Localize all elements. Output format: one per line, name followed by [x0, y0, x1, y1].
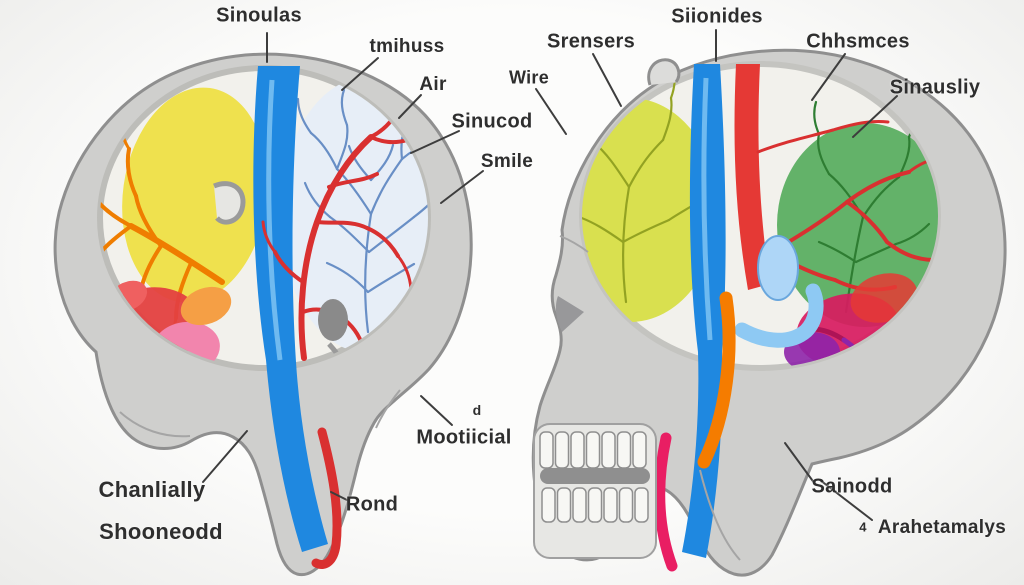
blue-vessel-band	[253, 66, 328, 552]
brow-contour	[559, 235, 589, 253]
cheek-contour	[375, 389, 401, 429]
leader-air	[398, 94, 422, 119]
leader-chanlially	[202, 430, 248, 483]
foramen-dark-oval	[318, 299, 348, 341]
leader-rond	[330, 491, 350, 502]
leader-chhsmces	[811, 53, 846, 101]
pink-vessel-right	[654, 432, 678, 572]
leader-wire	[535, 88, 567, 135]
teeth	[533, 423, 657, 559]
leader-smile	[440, 170, 484, 204]
mandible-contour	[699, 469, 741, 561]
leader-sainodd	[784, 442, 816, 485]
nasal-opening	[555, 296, 584, 332]
orange-lobe	[180, 286, 232, 326]
leader-sinucod	[410, 130, 460, 154]
leader-arahetamalys	[819, 479, 873, 521]
gray-curl	[213, 181, 246, 225]
leader-srensers	[592, 53, 622, 107]
right-skull-cross-section	[531, 48, 1007, 577]
leader-sinausliy	[852, 95, 898, 138]
leader-mootiicial	[420, 395, 453, 426]
leader-lines	[202, 29, 898, 521]
red-vessel-band-right	[734, 64, 770, 290]
leader-tmihuss	[341, 57, 379, 91]
jaw-red-vessel	[311, 427, 342, 569]
light-blue-hook	[734, 283, 824, 348]
orange-vessel-right	[697, 291, 736, 469]
left-skull-cross-section	[53, 52, 473, 577]
frontal-curl	[647, 58, 681, 86]
light-blue-oval	[757, 235, 799, 301]
ear-contour	[119, 411, 191, 438]
